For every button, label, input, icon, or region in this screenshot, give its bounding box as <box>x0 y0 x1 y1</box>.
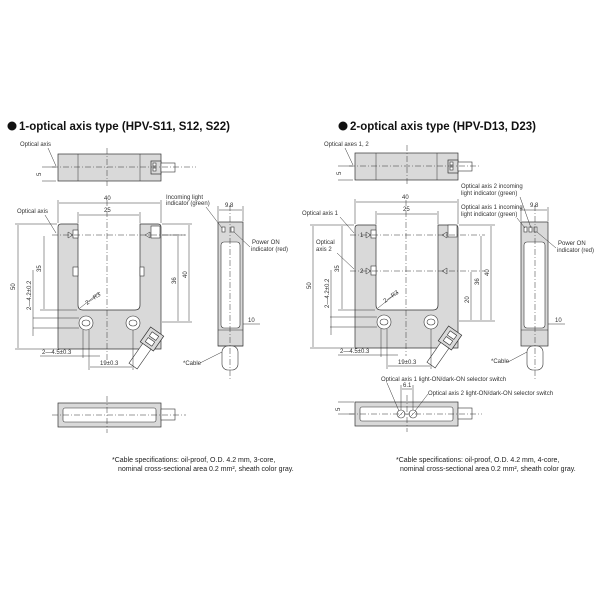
label-optical-axes: Optical axes 1, 2 <box>324 142 369 148</box>
label-ax2-incoming-2: light indicator (green) <box>461 191 517 197</box>
dim-36: 36 <box>475 278 481 285</box>
label-optical-axis-1: Optical axis 1 <box>302 211 339 217</box>
dim-20: 20 <box>465 296 471 303</box>
dim-hole-width: 2—4.5±0.3 <box>42 350 72 356</box>
cable-spec-line2: nominal cross-sectional area 0.2 mm², sh… <box>118 466 294 473</box>
bottom-view <box>52 396 186 433</box>
section-title: 1-optical axis type (HPV-S11, S12, S22) <box>19 121 230 133</box>
cable-spec-line2: nominal cross-sectional area 0.2 mm², sh… <box>400 466 576 473</box>
dim-40: 40 <box>402 195 409 201</box>
right-drawing-hpv-d: 2-optical axis type (HPV-D13, D23) Optic… <box>302 121 594 473</box>
label-power-on: Power ON <box>252 240 280 246</box>
label-power-on-2: indicator (red) <box>251 247 288 253</box>
dim-19: 19±0.3 <box>100 361 119 367</box>
label-power-on: Power ON <box>558 241 586 247</box>
dim-35: 35 <box>37 265 43 272</box>
top-view: Optical axis 5 <box>20 142 196 186</box>
dim-25: 25 <box>104 208 111 214</box>
front-view: 1 2 40 25 Optical axis 1 Optical axis 2 … <box>302 195 495 369</box>
label-ax2-incoming: Optical axis 2 incoming <box>461 184 523 190</box>
dim-50: 50 <box>11 283 17 290</box>
cable-spec-line1: *Cable specifications: oil-proof, O.D. 4… <box>112 457 275 464</box>
label-cable: *Cable <box>491 359 510 365</box>
axis-marker-2: 2 <box>360 269 364 275</box>
label-optical-axis-2b: axis 2 <box>316 247 332 253</box>
axis-marker-1: 1 <box>360 233 364 239</box>
dim-40-vertical: 40 <box>183 271 189 278</box>
label-switch-2: Optical axis 2 light-ON/dark-ON selector… <box>428 391 553 397</box>
dim-50: 50 <box>307 282 313 289</box>
label-cable: *Cable <box>183 361 202 367</box>
dim-25: 25 <box>403 207 410 213</box>
label-incoming-light: Incoming light <box>166 195 203 201</box>
dim-5-bottom: 5 <box>336 407 342 411</box>
dim-5: 5 <box>337 171 343 175</box>
cable-spec-line1: *Cable specifications: oil-proof, O.D. 4… <box>396 457 559 464</box>
dim-hole-dia: 2—4.2±0.2 <box>27 280 33 310</box>
bottom-view: 6.1 Optical axis 1 light-ON/dark-ON sele… <box>336 377 553 432</box>
dim-6-1: 6.1 <box>403 383 412 389</box>
label-optical-axis: Optical axis <box>20 142 51 148</box>
dim-36: 36 <box>172 277 178 284</box>
top-view: Optical axes 1, 2 5 <box>324 142 480 186</box>
dim-10: 10 <box>555 318 562 324</box>
dim-35: 35 <box>335 265 341 272</box>
dim-40: 40 <box>104 196 111 202</box>
dim-r3: 2—R3 <box>85 292 103 307</box>
side-view: 9.8 Optical axis 2 incoming light indica… <box>461 184 594 380</box>
dim-9-8: 9.8 <box>225 203 234 209</box>
label-switch-1: Optical axis 1 light-ON/dark-ON selector… <box>381 377 506 383</box>
label-optical-axis-2a: Optical <box>316 240 335 246</box>
dim-hole-dia: 2—4.2±0.2 <box>325 278 331 308</box>
side-view: 9.8 Incoming light indicator (green) Pow… <box>166 195 288 380</box>
label-incoming-light-2: indicator (green) <box>166 201 210 207</box>
label-ax1-incoming: Optical axis 1 incoming <box>461 205 523 211</box>
bullet-icon <box>7 121 17 131</box>
dim-hole-width: 2—4.5±0.3 <box>340 349 370 355</box>
section-title: 2-optical axis type (HPV-D13, D23) <box>350 121 536 133</box>
dim-19: 19±0.3 <box>398 360 417 366</box>
label-power-on-2: indicator (red) <box>557 248 594 254</box>
dim-9-8: 9.8 <box>530 203 539 209</box>
label-optical-axis-front: Optical axis <box>17 209 48 215</box>
label-ax1-incoming-2: light indicator (green) <box>461 212 517 218</box>
dim-40-vertical: 40 <box>485 269 491 276</box>
bullet-icon <box>338 121 348 131</box>
dim-10: 10 <box>248 318 255 324</box>
left-drawing-hpv-s: 1-optical axis type (HPV-S11, S12, S22) … <box>7 121 294 473</box>
dim-5: 5 <box>37 172 43 176</box>
front-view: 40 25 Optical axis 50 35 2—4.2±0.2 2—R3 … <box>11 196 192 370</box>
